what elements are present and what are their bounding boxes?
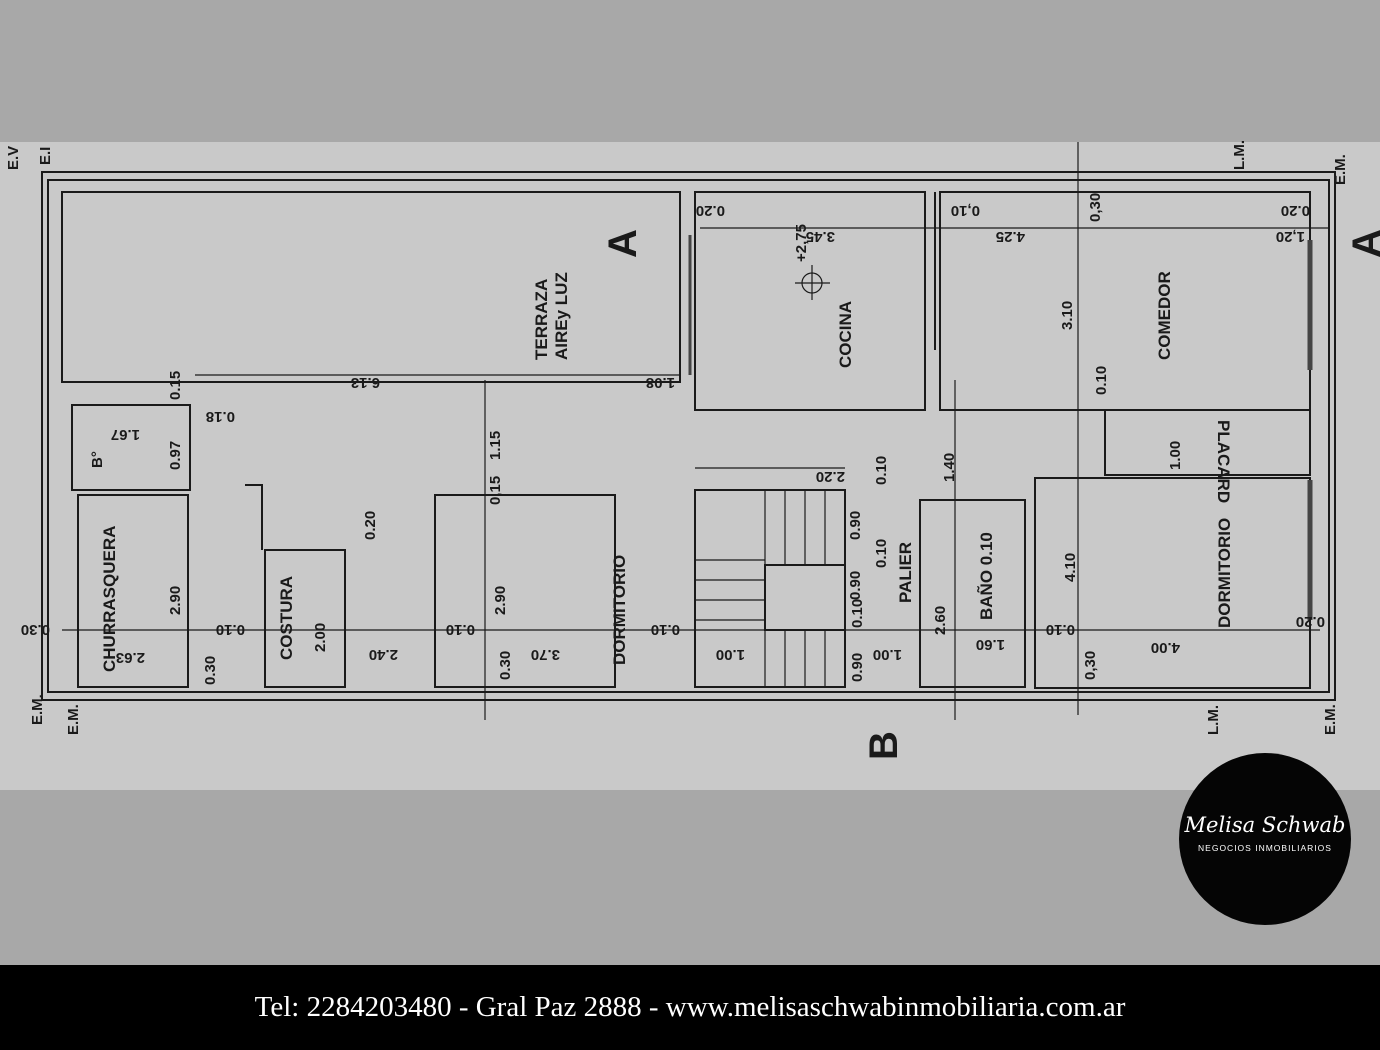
room-dormitorio-2: DORMITORIO <box>1215 518 1234 628</box>
section-mark-b: B <box>862 731 906 760</box>
floor-plan: TERRAZA AIREy LUZ CHURRASQUERA COSTURA D… <box>0 140 1380 790</box>
dimension-label: 1.67 <box>111 426 140 443</box>
dimensions: 6.13 1.08 0.15 0.18 1.67 0.97 1.15 0,15 … <box>21 193 1325 685</box>
dimension-label: 1.60 <box>976 636 1005 653</box>
dimension-label: 0.30 <box>497 651 514 680</box>
boundary-label: L.M. <box>1231 140 1248 170</box>
dimension-label: 3.10 <box>1059 301 1076 330</box>
brand-logo: Melisa Schwab NEGOCIOS INMOBILIARIOS <box>1179 753 1351 925</box>
dimension-label: 2.60 <box>932 606 949 635</box>
dimension-label: 3.70 <box>531 646 560 663</box>
dimension-label: 0.90 <box>847 511 864 540</box>
dimension-label: 4.10 <box>1062 553 1079 582</box>
footer-contact-text: Tel: 2284203480 - Gral Paz 2888 - www.me… <box>254 991 1126 1023</box>
dimension-label: 0.18 <box>206 408 235 425</box>
room-placard: PLACARD <box>1214 420 1233 503</box>
dimension-label: 2.00 <box>312 623 329 652</box>
dimension-label: 0.10 <box>1093 366 1110 395</box>
room-bano-chico: B° <box>89 451 106 468</box>
dimension-label: 0.20 <box>696 202 725 219</box>
boundary-label: E.M. <box>1332 154 1349 185</box>
section-mark-a: A <box>601 229 645 258</box>
section-mark-a: A <box>1345 229 1380 258</box>
dimension-label: 0.10 <box>446 621 475 638</box>
dimension-label: 0.90 <box>847 571 864 600</box>
dimension-label: 1.15 <box>487 431 504 460</box>
room-dormitorio-1: DORMITORIO <box>610 555 629 665</box>
room-churrasquera: CHURRASQUERA <box>100 526 119 672</box>
dimension-label: 0.10 <box>1046 621 1075 638</box>
dimension-label: 0.20 <box>1281 202 1310 219</box>
dimension-label: 0.90 <box>849 653 866 682</box>
dimension-label: 2.20 <box>816 468 845 485</box>
dimension-label: 1,20 <box>1276 228 1305 245</box>
dimension-label: 3.45 <box>806 228 835 245</box>
boundary-label: E.V <box>5 146 22 170</box>
dimension-label: 2.90 <box>167 586 184 615</box>
logo-tagline: NEGOCIOS INMOBILIARIOS <box>1198 843 1332 853</box>
room-comedor: COMEDOR <box>1155 271 1174 360</box>
dimension-label: 0.10 <box>651 621 680 638</box>
boundary-label: E.M. <box>65 704 82 735</box>
dimension-label: 1.00 <box>873 646 902 663</box>
dimension-label: 1.00 <box>716 646 745 663</box>
dimension-label: 0.30 <box>202 656 219 685</box>
dimension-label: 6.13 <box>351 374 380 391</box>
dimension-label: 0,15 <box>487 476 504 505</box>
room-terraza: TERRAZA <box>532 279 551 360</box>
boundary-label: E.M. <box>29 694 46 725</box>
dimension-label: 0,30 <box>1082 651 1099 680</box>
room-aire-luz: AIREy LUZ <box>552 272 571 360</box>
room-costura: COSTURA <box>277 576 296 660</box>
dimension-label: 0.10 <box>216 621 245 638</box>
dimension-label: 0.10 <box>849 599 866 628</box>
level-label: +2,75 <box>793 224 810 262</box>
dimension-label: 4.00 <box>1151 639 1180 656</box>
room-labels: TERRAZA AIREy LUZ CHURRASQUERA COSTURA D… <box>89 224 1380 760</box>
dimension-label: 1.00 <box>1167 441 1184 470</box>
boundary-label: E.M. <box>1322 704 1339 735</box>
boundary-labels: E.V E.I E.M. E.M. E.M. E.M. L.M. L.M. <box>5 140 1349 735</box>
contact-footer: Tel: 2284203480 - Gral Paz 2888 - www.me… <box>0 965 1380 1050</box>
dimension-label: 0.20 <box>1296 613 1325 630</box>
boundary-label: E.I <box>37 147 54 165</box>
dimension-label: 0.10 <box>873 539 890 568</box>
dimension-label: 1.08 <box>646 374 675 391</box>
dimension-label: 0,30 <box>1087 193 1104 222</box>
room-palier: PALIER <box>896 542 915 603</box>
dimension-label: 1.40 <box>941 453 958 482</box>
room-cocina: COCINA <box>836 301 855 368</box>
walls <box>41 142 1336 720</box>
logo-name: Melisa Schwab <box>1184 813 1346 837</box>
dimension-label: 0.97 <box>167 441 184 470</box>
dimension-label: 0.30 <box>21 621 50 638</box>
dimension-label: 2.90 <box>492 586 509 615</box>
dimension-label: 0.20 <box>362 511 379 540</box>
boundary-label: L.M. <box>1205 705 1222 735</box>
dimension-label: 0,10 <box>951 202 980 219</box>
dimension-label: 0.15 <box>167 371 184 400</box>
dimension-label: 2.40 <box>369 646 398 663</box>
dimension-label: 0.10 <box>873 456 890 485</box>
dimension-label: 4.25 <box>996 228 1025 245</box>
dimension-label: 2.63 <box>116 649 145 666</box>
room-bano: BAÑO 0.10 <box>976 532 996 620</box>
